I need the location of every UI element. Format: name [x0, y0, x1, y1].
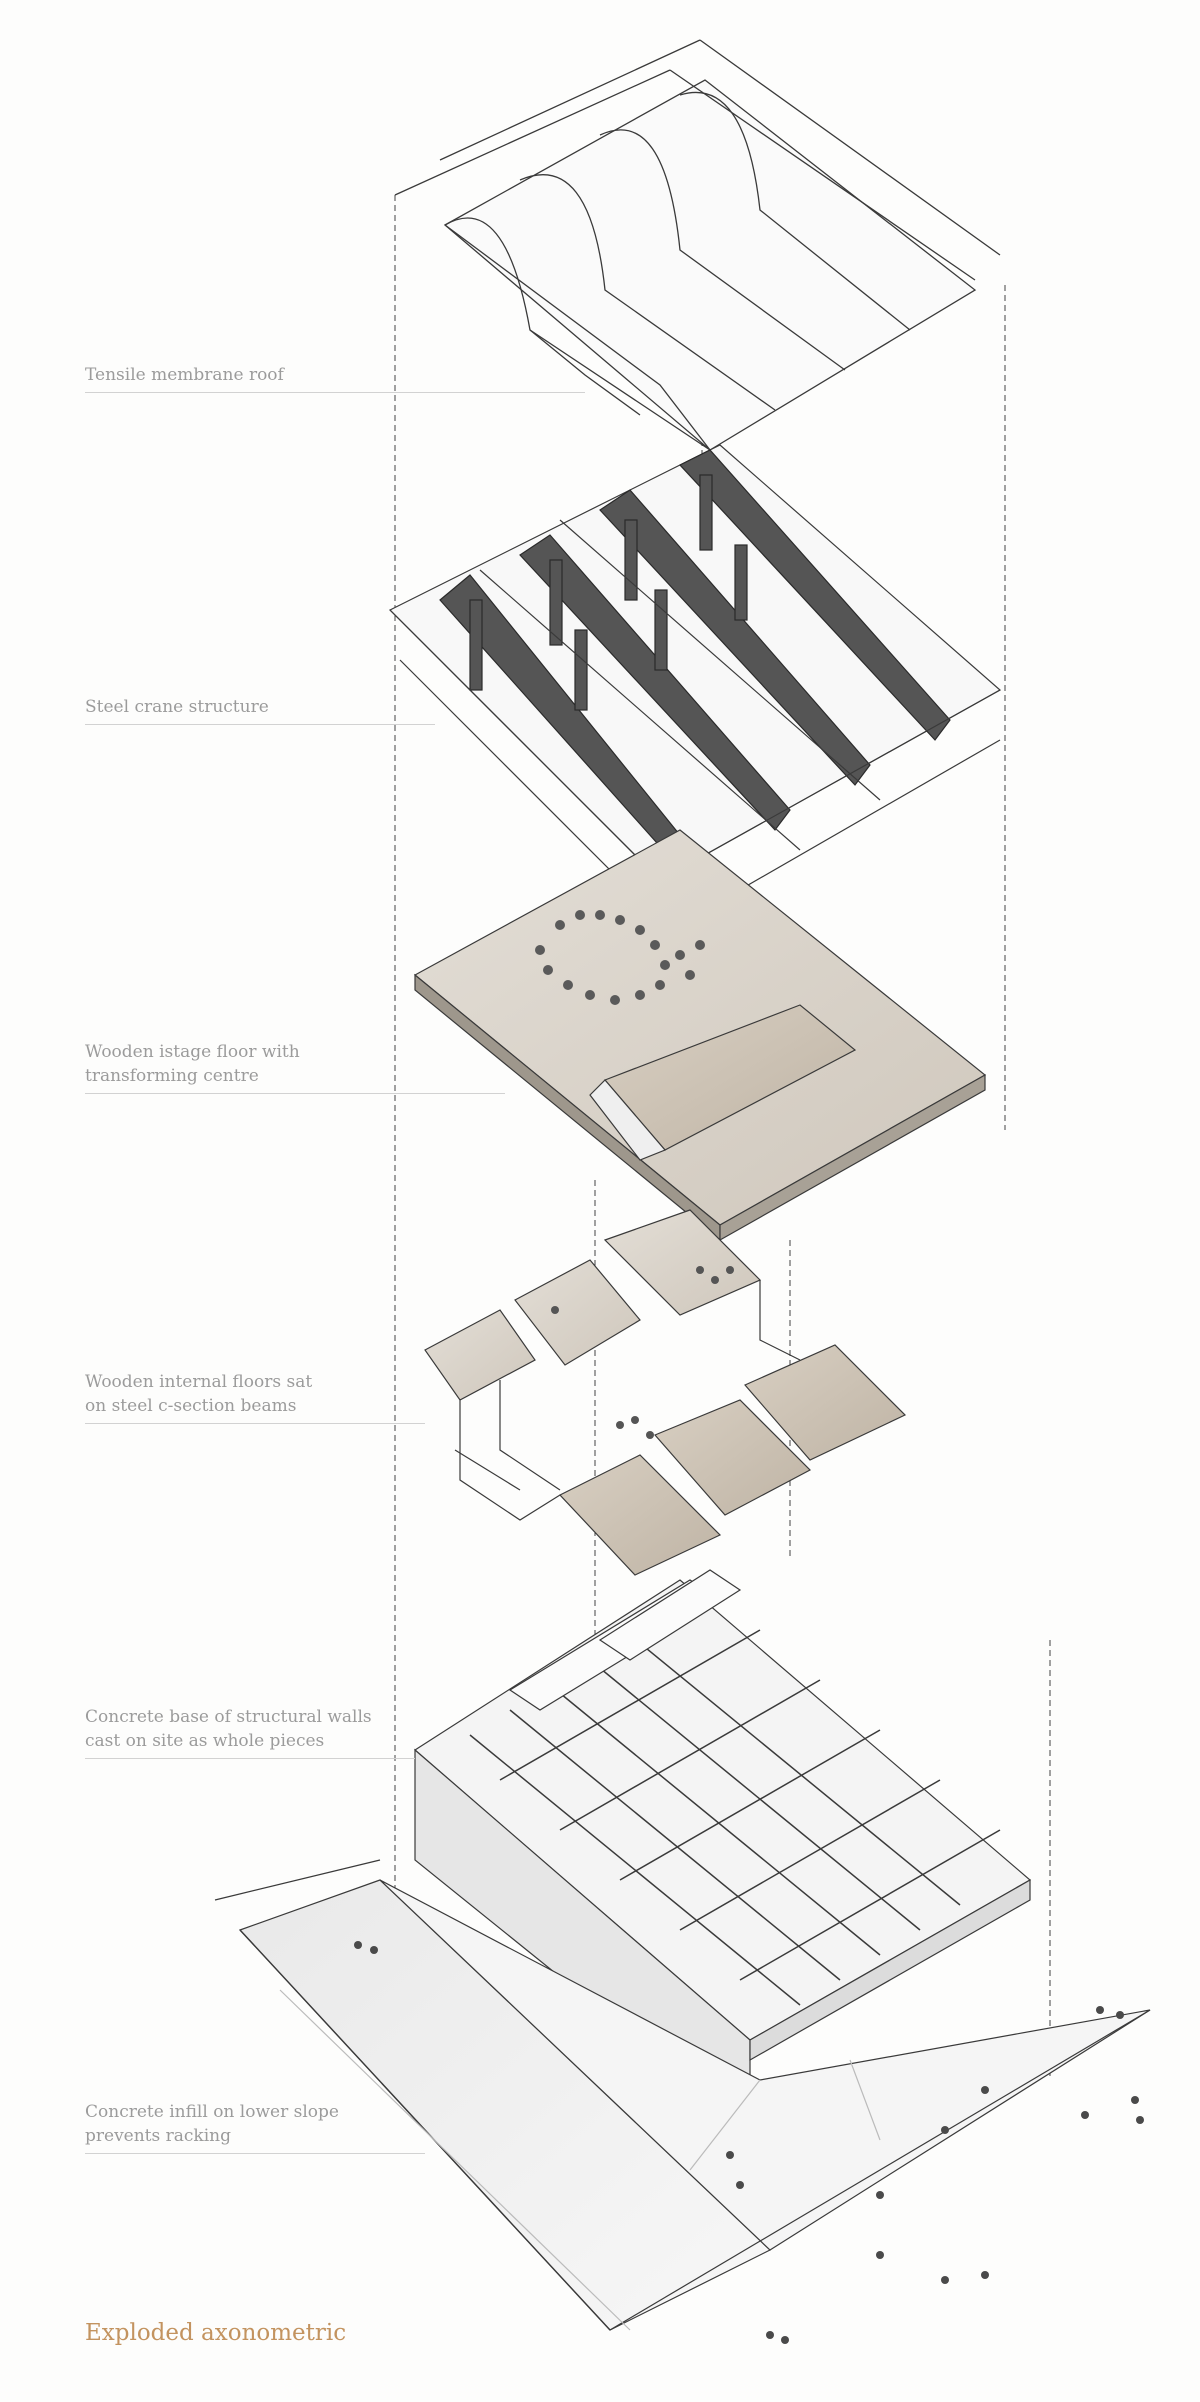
label-stage-line1: Wooden istage floor with: [85, 1042, 300, 1062]
label-base: Concrete base of structural walls cast o…: [85, 1705, 425, 1753]
label-roof: Tensile membrane roof: [85, 363, 425, 387]
drawing-caption: Exploded axonometric: [85, 2320, 347, 2346]
label-base-line1: Concrete base of structural walls: [85, 1707, 372, 1727]
people-group-stage: [535, 910, 705, 1005]
label-internal-leader: [85, 1423, 425, 1424]
label-base-line2: cast on site as whole pieces: [85, 1731, 325, 1751]
label-stage: Wooden istage floor with transforming ce…: [85, 1040, 425, 1088]
label-internal-line1: Wooden internal floors sat: [85, 1372, 313, 1392]
tensile-membrane-roof: [394, 39, 1001, 451]
wooden-stage-floor: [413, 829, 987, 1242]
label-roof-leader: [85, 392, 585, 393]
label-infill-leader: [85, 2153, 425, 2154]
steel-crane-structure: [388, 444, 1002, 931]
people-group-lower: [354, 1941, 1144, 2344]
concrete-infill-slope: [214, 1859, 1151, 2344]
label-roof-text: Tensile membrane roof: [85, 365, 284, 385]
label-stage-leader: [85, 1093, 505, 1094]
people-group-internal: [551, 1266, 734, 1439]
label-internal: Wooden internal floors sat on steel c-se…: [85, 1370, 425, 1418]
wooden-internal-floors: [424, 1209, 907, 1576]
label-base-leader: [85, 1758, 415, 1759]
label-crane: Steel crane structure: [85, 695, 425, 719]
label-infill: Concrete infill on lower slope prevents …: [85, 2100, 425, 2148]
label-crane-text: Steel crane structure: [85, 697, 269, 717]
label-infill-line2: prevents racking: [85, 2126, 231, 2146]
label-crane-leader: [85, 724, 435, 725]
label-stage-line2: transforming centre: [85, 1066, 259, 1086]
label-internal-line2: on steel c-section beams: [85, 1396, 297, 1416]
label-infill-line1: Concrete infill on lower slope: [85, 2102, 339, 2122]
